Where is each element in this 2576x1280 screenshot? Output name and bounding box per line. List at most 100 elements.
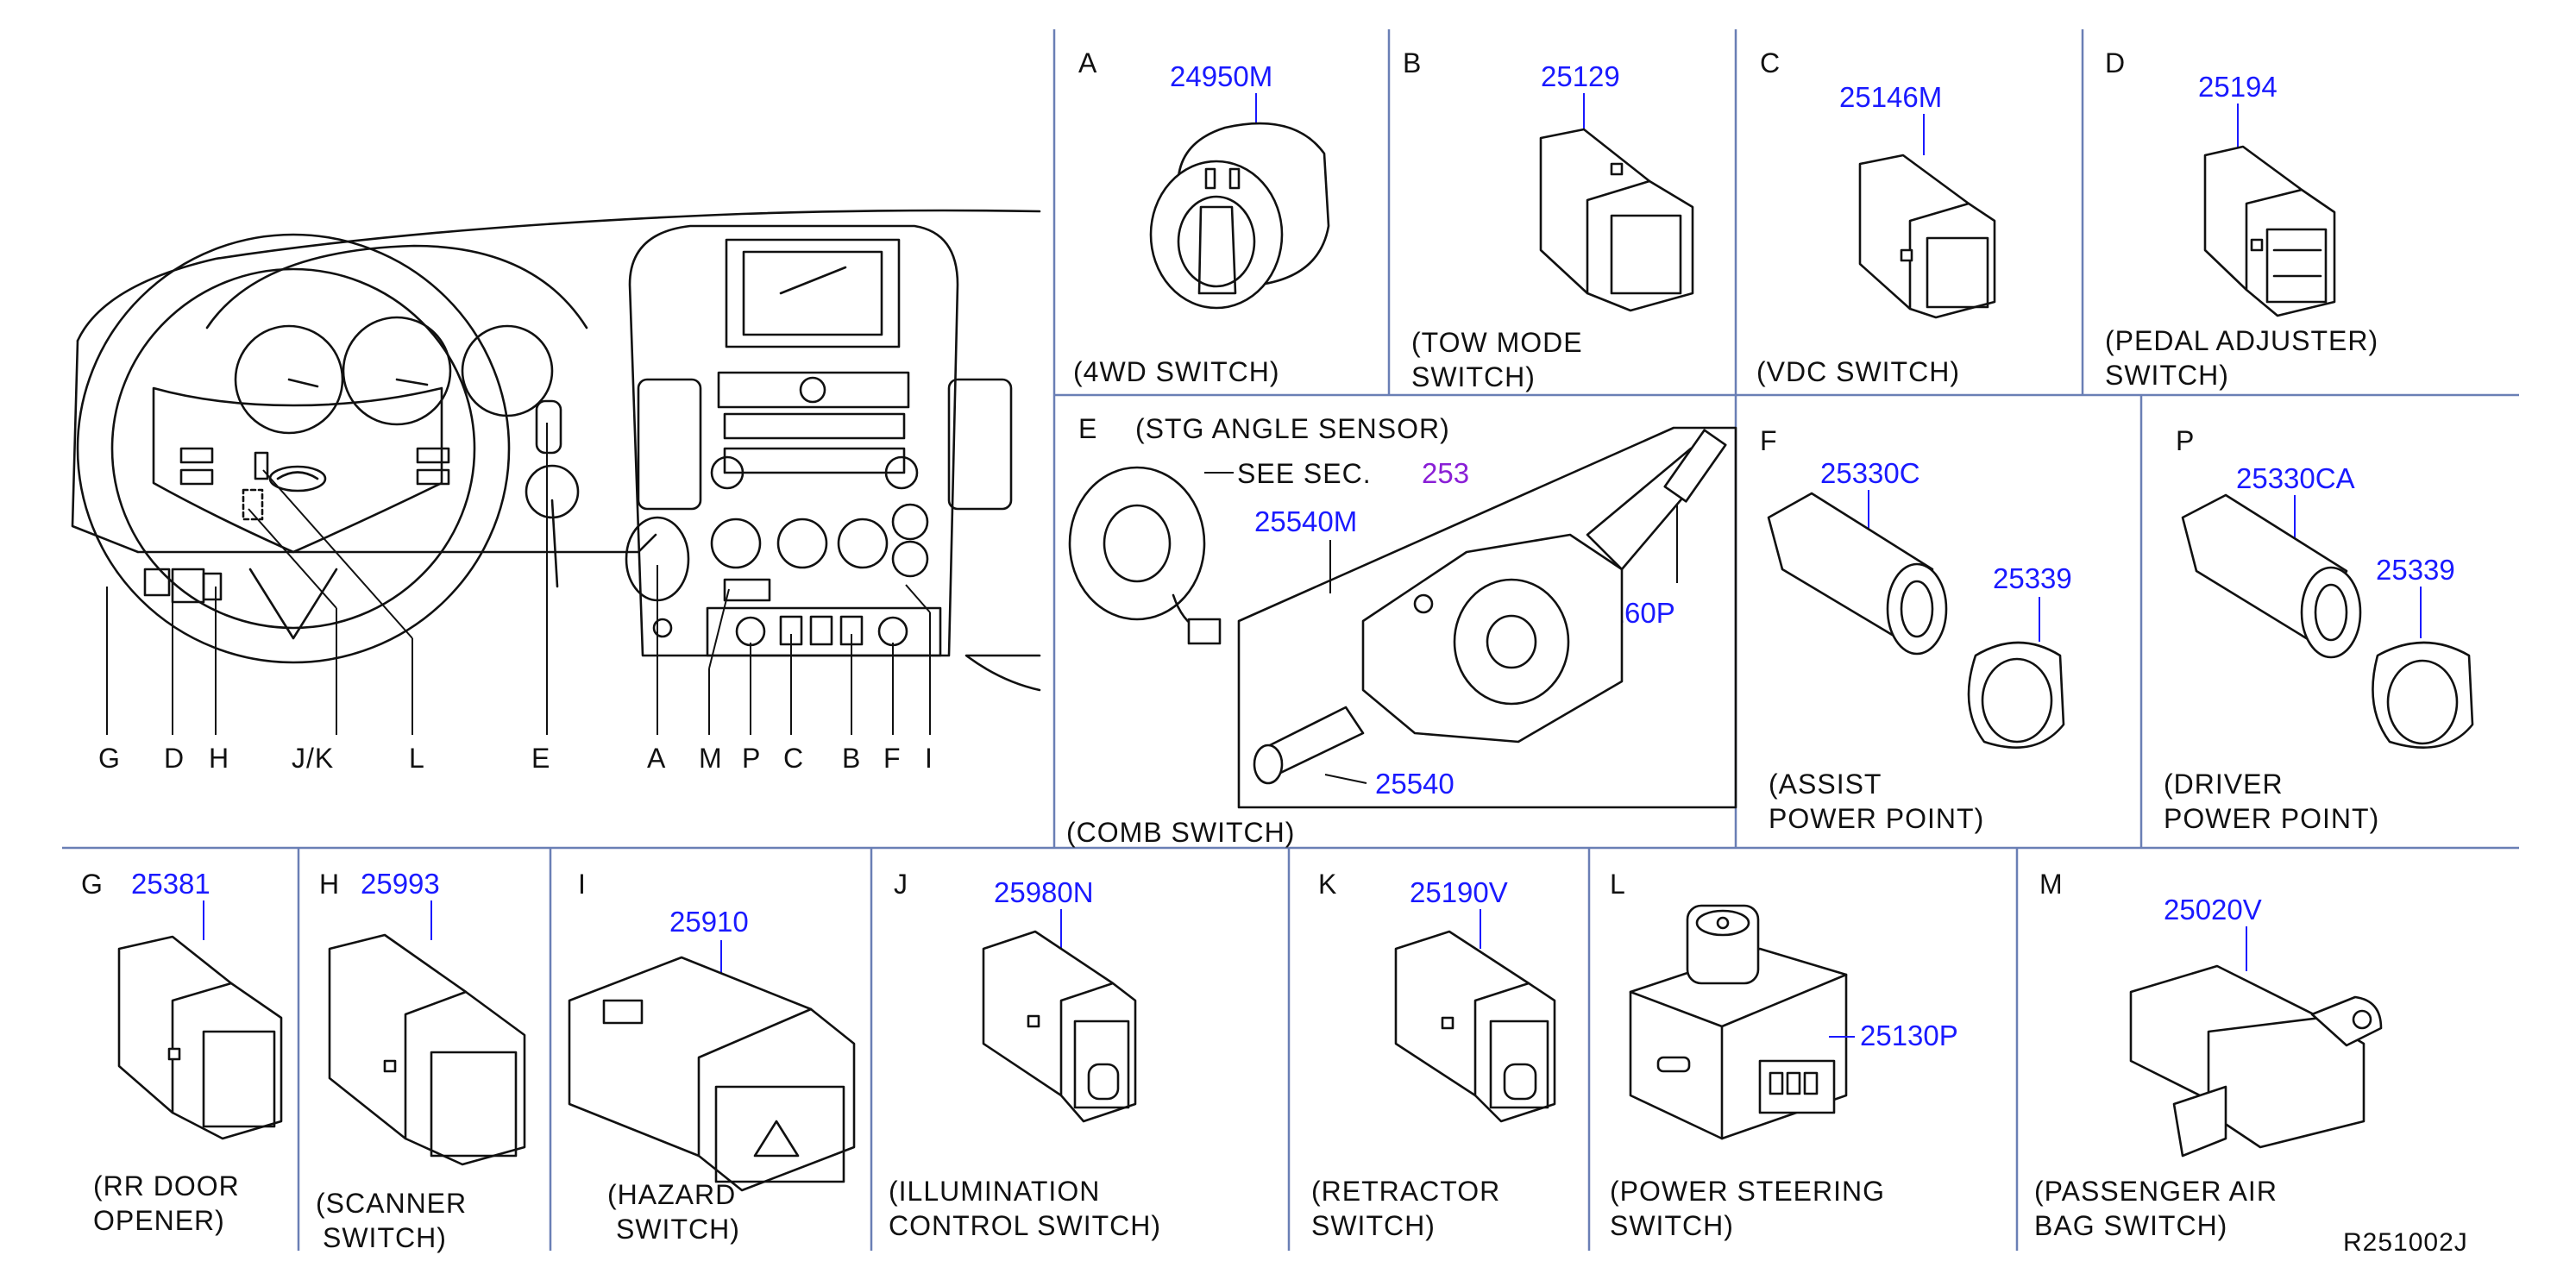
section-ref-link[interactable]: 253 xyxy=(1422,457,1469,489)
callout-l: L xyxy=(409,743,425,774)
panel-k-retractor-switch: K 25190V (RETRACTOR SWITCH) xyxy=(1311,869,1556,1241)
tow-mode-switch-drawing xyxy=(1539,128,1694,312)
part-number: 25330C xyxy=(1820,457,1920,489)
panel-dividers xyxy=(62,29,2519,1251)
panel-letter: F xyxy=(1760,425,1778,456)
part-number: 25980N xyxy=(994,876,1094,908)
part-number: 25146M xyxy=(1839,81,1942,113)
callout-g: G xyxy=(98,743,121,774)
panel-letter: I xyxy=(578,869,587,900)
illumination-control-switch-drawing xyxy=(982,930,1137,1123)
panel-l-power-steering-switch: L 25130P (POWER STEERING SWITCH) xyxy=(1610,869,1958,1241)
panel-letter: P xyxy=(2176,425,2195,456)
callout-p: P xyxy=(742,743,761,774)
power-steering-switch-drawing xyxy=(1629,904,1848,1140)
panel-f-assist-power-point: F 25330C 25339 (ASSIST POWER POINT) xyxy=(1760,425,2072,834)
caption-line: (RR DOOR xyxy=(93,1170,240,1202)
panel-b-tow-mode-switch: B 25129 (TOW MODE SWITCH) xyxy=(1403,47,1694,392)
caption-line: (VDC SWITCH) xyxy=(1756,356,1960,387)
overview-callouts: G D H J/K L E A M P C B F I xyxy=(98,743,933,774)
panel-letter: C xyxy=(1760,47,1781,78)
passenger-air-bag-switch-drawing xyxy=(2129,964,2383,1158)
caption-line: POWER POINT) xyxy=(1769,803,1984,834)
part-number: 25993 xyxy=(361,868,440,900)
panel-letter: D xyxy=(2105,47,2126,78)
retractor-switch-drawing xyxy=(1394,930,1556,1123)
part-number: 25540 xyxy=(1375,768,1454,800)
caption-line: (ASSIST xyxy=(1769,769,1882,800)
callout-e: E xyxy=(531,743,550,774)
caption-line: CONTROL SWITCH) xyxy=(889,1210,1161,1241)
caption-line: (PEDAL ADJUSTER) xyxy=(2105,325,2378,356)
callout-a: A xyxy=(647,743,666,774)
part-number: 24950M xyxy=(1170,60,1272,92)
caption-line: SWITCH) xyxy=(2105,360,2229,391)
panel-letter: L xyxy=(1610,869,1626,900)
callout-i: I xyxy=(925,743,933,774)
part-number: 25339 xyxy=(2376,554,2455,586)
scanner-switch-drawing xyxy=(328,933,526,1166)
assist-power-point-drawing xyxy=(1767,492,2065,749)
part-number: 25339 xyxy=(1993,562,2072,594)
panel-g-rr-door-opener: G 25381 (RR DOOR OPENER) xyxy=(81,868,283,1236)
panel-letter: M xyxy=(2039,869,2064,900)
part-number: 25381 xyxy=(131,868,210,900)
panel-e-comb-switch: E (STG ANGLE SENSOR) SEE SEC. 253 25540M… xyxy=(1066,413,1737,848)
caption-line: SWITCH) xyxy=(616,1214,740,1245)
panel-letter: A xyxy=(1078,47,1097,78)
caption-line: (DRIVER xyxy=(2164,769,2284,800)
vdc-switch-drawing xyxy=(1858,154,1996,319)
caption-line: (RETRACTOR xyxy=(1311,1176,1500,1207)
caption-line: BAG SWITCH) xyxy=(2034,1210,2227,1241)
part-number: 25540M xyxy=(1254,505,1357,537)
part-number: 25020V xyxy=(2164,894,2262,925)
caption-line: (SCANNER xyxy=(316,1188,467,1219)
part-number: 25130P xyxy=(1860,1020,1958,1051)
rr-door-opener-drawing xyxy=(117,935,283,1140)
callout-f: F xyxy=(883,743,902,774)
caption-line: OPENER) xyxy=(93,1205,225,1236)
part-number: 25330CA xyxy=(2236,462,2355,494)
caption-line: (TOW MODE xyxy=(1411,327,1583,358)
caption-line: (HAZARD xyxy=(607,1179,736,1210)
part-number: 25910 xyxy=(669,906,749,938)
panel-letter: B xyxy=(1403,47,1422,78)
panel-h-scanner-switch: H 25993 (SCANNER SWITCH) xyxy=(316,868,526,1253)
driver-power-point-drawing xyxy=(2181,493,2474,749)
panel-i-hazard-switch: I 25910 (HAZARD SWITCH) xyxy=(568,869,856,1245)
part-number: 25194 xyxy=(2198,71,2278,103)
callout-c: C xyxy=(783,743,804,774)
caption-line: SWITCH) xyxy=(323,1222,447,1253)
caption-line: (POWER STEERING xyxy=(1610,1176,1885,1207)
caption-line: SWITCH) xyxy=(1610,1210,1734,1241)
panel-d-pedal-adjuster-switch: D 25194 (PEDAL ADJUSTER) SWITCH) xyxy=(2105,47,2378,391)
caption-line: POWER POINT) xyxy=(2164,803,2379,834)
part-number: 25190V xyxy=(1410,876,1508,908)
panel-a-4wd-switch: A 24950M (4WD SWITCH) xyxy=(1073,47,1330,387)
panel-m-passenger-air-bag-switch: M 25020V (PASSENGER AIR BAG SWITCH) xyxy=(2034,869,2383,1241)
diagram-id: R251002J xyxy=(2343,1228,2468,1257)
panel-letter: E xyxy=(1078,413,1097,444)
pedal-adjuster-switch-drawing xyxy=(2203,145,2336,317)
callout-jk: J/K xyxy=(292,743,334,774)
panel-letter: G xyxy=(81,869,104,900)
overview-leader-lines xyxy=(106,423,931,735)
panel-c-vdc-switch: C 25146M (VDC SWITCH) xyxy=(1756,47,1996,387)
callout-m: M xyxy=(699,743,723,774)
panel-p-driver-power-point: P 25330CA 25339 (DRIVER POWER POINT) xyxy=(2164,425,2474,834)
callout-d: D xyxy=(164,743,185,774)
panel-letter: J xyxy=(894,869,908,900)
caption-line: (ILLUMINATION xyxy=(889,1176,1100,1207)
caption-line: SWITCH) xyxy=(1311,1210,1436,1241)
see-section-label: SEE SEC. xyxy=(1237,458,1372,489)
callout-h: H xyxy=(209,743,229,774)
sensor-title: (STG ANGLE SENSOR) xyxy=(1135,413,1450,444)
dashboard-overview xyxy=(71,209,1041,692)
hazard-switch-drawing xyxy=(568,956,856,1192)
comb-switch-drawing xyxy=(1253,429,1727,785)
caption-line: (PASSENGER AIR xyxy=(2034,1176,2278,1207)
panel-letter: K xyxy=(1318,869,1337,900)
caption-line: (4WD SWITCH) xyxy=(1073,356,1280,387)
caption-line: SWITCH) xyxy=(1411,361,1536,392)
